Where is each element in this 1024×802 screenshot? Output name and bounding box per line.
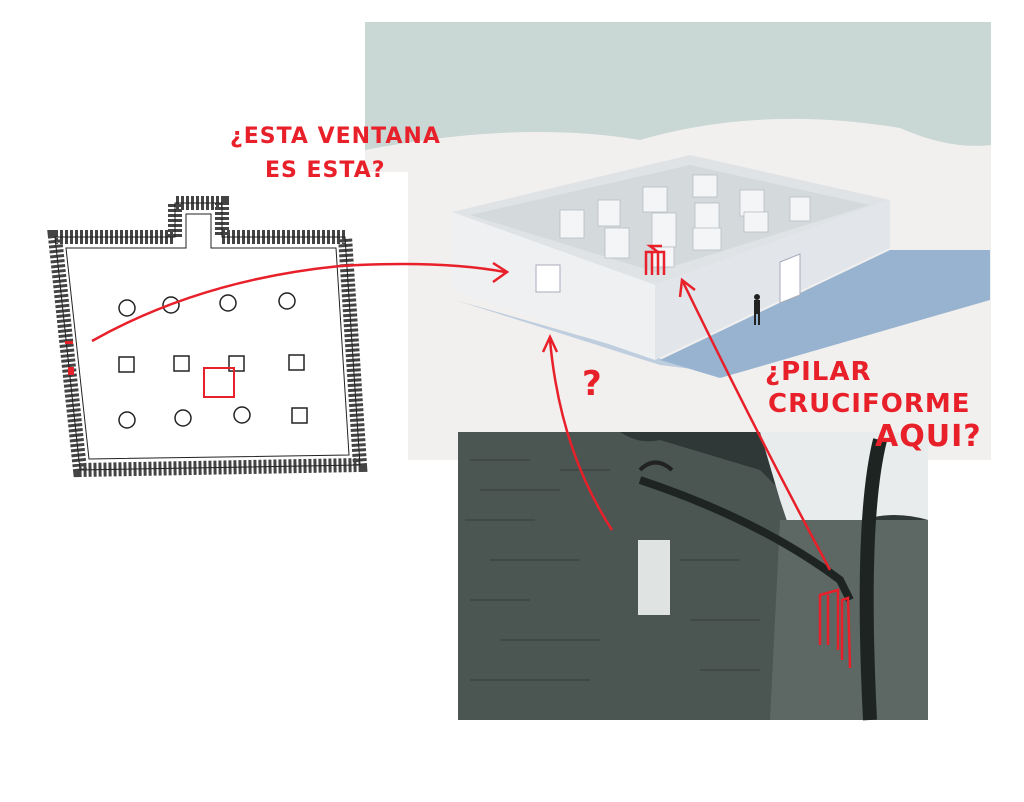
person-figure xyxy=(754,294,760,325)
highlighted-pillar-render xyxy=(644,244,666,275)
window-question-line2: ES ESTA? xyxy=(265,158,386,183)
arrow-window xyxy=(91,262,506,343)
pillar-question-line1: ¿PILAR xyxy=(765,357,872,387)
highlighted-pillar-photo xyxy=(818,588,852,669)
plan-pillars xyxy=(118,292,308,429)
building-shadow xyxy=(660,250,990,378)
arrow-pillar xyxy=(681,281,832,571)
ruin-photo xyxy=(458,432,928,721)
interior-pillars xyxy=(559,174,811,268)
pillar-question-line2: CRUCIFORME xyxy=(768,389,971,419)
highlighted-pillar-plan xyxy=(203,367,235,398)
arrow-photo-window xyxy=(548,339,614,531)
photo-window xyxy=(638,540,670,615)
render-3d-view xyxy=(365,22,991,461)
annotation-arrows xyxy=(91,261,832,571)
window-question-line1: ¿ESTA VENTANA xyxy=(230,124,441,149)
pillar-question-line3: AQUI? xyxy=(875,419,982,454)
floor-plan xyxy=(0,172,408,502)
wall-front-right xyxy=(655,200,890,360)
window-opening xyxy=(535,264,561,293)
photo-question-mark: ? xyxy=(582,364,603,404)
